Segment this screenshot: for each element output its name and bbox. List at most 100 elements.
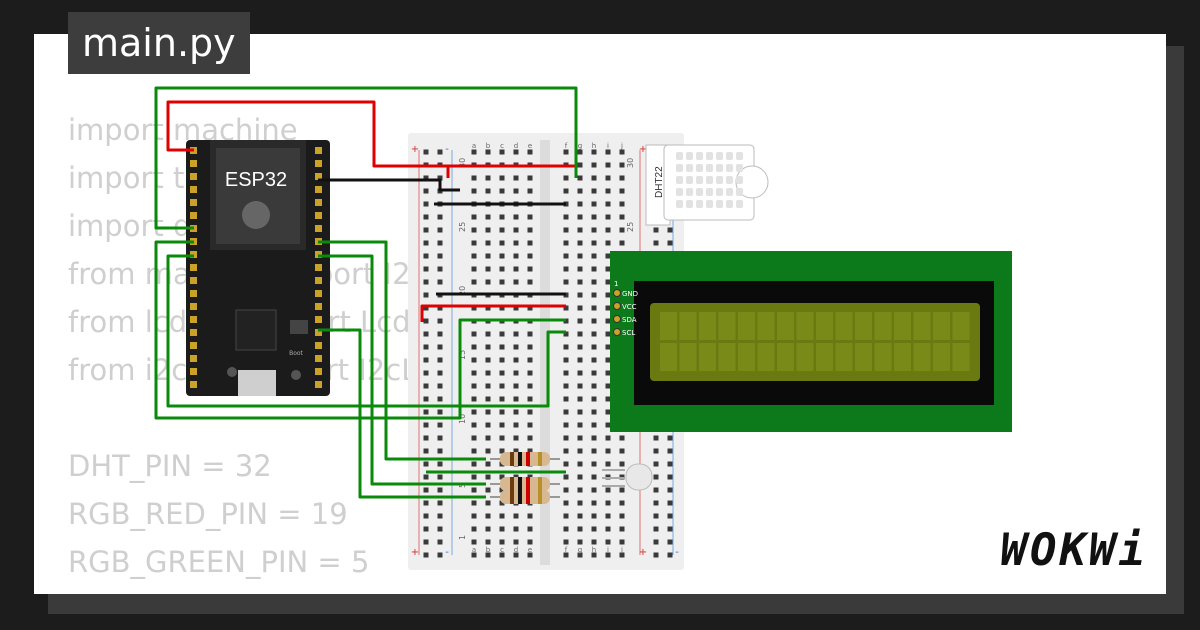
file-tab[interactable]: main.py — [68, 12, 250, 74]
esp32-pin[interactable] — [315, 212, 322, 219]
code-line: DHT_PIN = 32 — [68, 449, 272, 483]
column-label: j — [620, 546, 623, 554]
esp32-pin[interactable] — [315, 264, 322, 271]
column-label: f — [565, 546, 568, 554]
column-label: b — [486, 142, 491, 150]
column-label: e — [528, 546, 532, 554]
lcd-cell — [796, 343, 814, 371]
row-label: 25 — [458, 222, 467, 232]
wire-green-sda — [154, 240, 566, 420]
row-label: 30 — [626, 158, 635, 168]
lcd-pin-label: GND — [622, 290, 638, 298]
esp32-pin[interactable] — [315, 368, 322, 375]
esp32-pin[interactable] — [315, 186, 322, 193]
column-label: g — [578, 142, 582, 150]
lcd-cell — [679, 312, 697, 340]
esp32-pin[interactable] — [315, 225, 322, 232]
column-label: d — [514, 546, 518, 554]
row-label: 1 — [458, 535, 467, 540]
esp32-pin[interactable] — [190, 355, 197, 362]
esp32-pin[interactable] — [315, 160, 322, 167]
rgb-led[interactable] — [602, 463, 653, 491]
esp32-pin[interactable] — [315, 173, 322, 180]
lcd-pin-label: SCL — [622, 329, 635, 337]
lcd-cell — [952, 343, 970, 371]
code-line: RGB_BLUE_PIN = 2 — [68, 586, 457, 594]
column-label: e — [528, 142, 532, 150]
lcd-cell — [894, 343, 911, 371]
esp32-board[interactable]: ESP32 Boot — [186, 140, 330, 396]
lcd-cell — [933, 343, 950, 371]
lcd-cell — [660, 312, 677, 340]
esp32-pin[interactable] — [315, 303, 322, 310]
esp32-pin[interactable] — [315, 199, 322, 206]
wire-green-scl — [166, 254, 566, 408]
lcd-cell — [699, 312, 716, 340]
rail-minus-label: - — [445, 144, 449, 155]
esp32-pin[interactable] — [190, 277, 197, 284]
esp32-pin[interactable] — [190, 212, 197, 219]
wire-green-dht — [154, 86, 578, 230]
lcd-cell — [874, 312, 892, 340]
dht22-sensor[interactable]: DHT22 — [645, 144, 769, 226]
lcd-pin[interactable] — [613, 328, 621, 336]
esp32-pin[interactable] — [315, 342, 322, 349]
lcd-cell — [952, 312, 970, 340]
lcd-pin-number: 1 — [614, 280, 618, 288]
rail-plus-label: + — [639, 547, 647, 558]
lcd-cell — [777, 312, 794, 340]
esp32-pin[interactable] — [190, 160, 197, 167]
esp32-pin[interactable] — [190, 316, 197, 323]
esp32-pin[interactable] — [315, 316, 322, 323]
esp32-pin[interactable] — [315, 381, 322, 388]
esp32-pin[interactable] — [190, 368, 197, 375]
esp32-pin[interactable] — [190, 199, 197, 206]
esp32-pin[interactable] — [315, 277, 322, 284]
lcd-pin[interactable] — [613, 315, 621, 323]
column-label: d — [514, 142, 518, 150]
esp32-pin[interactable] — [315, 147, 322, 154]
lcd-cell — [874, 343, 892, 371]
column-label: c — [500, 546, 504, 554]
esp32-pin[interactable] — [190, 290, 197, 297]
esp32-pin[interactable] — [190, 329, 197, 336]
esp32-pin[interactable] — [315, 290, 322, 297]
lcd-cell — [777, 343, 794, 371]
column-label: h — [592, 142, 596, 150]
column-label: c — [500, 142, 504, 150]
lcd-pin[interactable] — [613, 289, 621, 297]
wires — [154, 86, 578, 499]
lcd-cell — [718, 343, 736, 371]
esp32-pin[interactable] — [315, 355, 322, 362]
esp32-pin[interactable] — [190, 303, 197, 310]
lcd-cell — [816, 312, 833, 340]
lcd-cell — [933, 312, 950, 340]
lcd-cell — [757, 343, 775, 371]
column-label: g — [578, 546, 582, 554]
dht22-label: DHT22 — [654, 166, 665, 198]
column-label: b — [486, 546, 491, 554]
resistor-1[interactable] — [490, 452, 560, 466]
esp32-pin[interactable] — [190, 173, 197, 180]
wire-green-g — [318, 254, 486, 486]
esp32-pin[interactable] — [190, 342, 197, 349]
rail-plus-label: + — [411, 547, 419, 558]
esp32-pin[interactable] — [315, 329, 322, 336]
column-label: a — [472, 546, 476, 554]
lcd-cell — [757, 312, 775, 340]
lcd-pin[interactable] — [613, 302, 621, 310]
esp32-pin[interactable] — [190, 186, 197, 193]
esp32-pin[interactable] — [190, 381, 197, 388]
esp32-pin[interactable] — [190, 264, 197, 271]
row-label: 30 — [458, 158, 467, 168]
rail-plus-label: + — [639, 144, 647, 155]
resistor-2[interactable] — [490, 477, 560, 491]
lcd-cell — [894, 312, 911, 340]
resistor-3[interactable] — [490, 490, 560, 504]
column-label: h — [592, 546, 596, 554]
rail-plus-label: + — [411, 144, 419, 155]
lcd-cell — [679, 343, 697, 371]
lcd-pin-label: SDA — [622, 316, 637, 324]
boot-label: Boot — [289, 350, 303, 357]
